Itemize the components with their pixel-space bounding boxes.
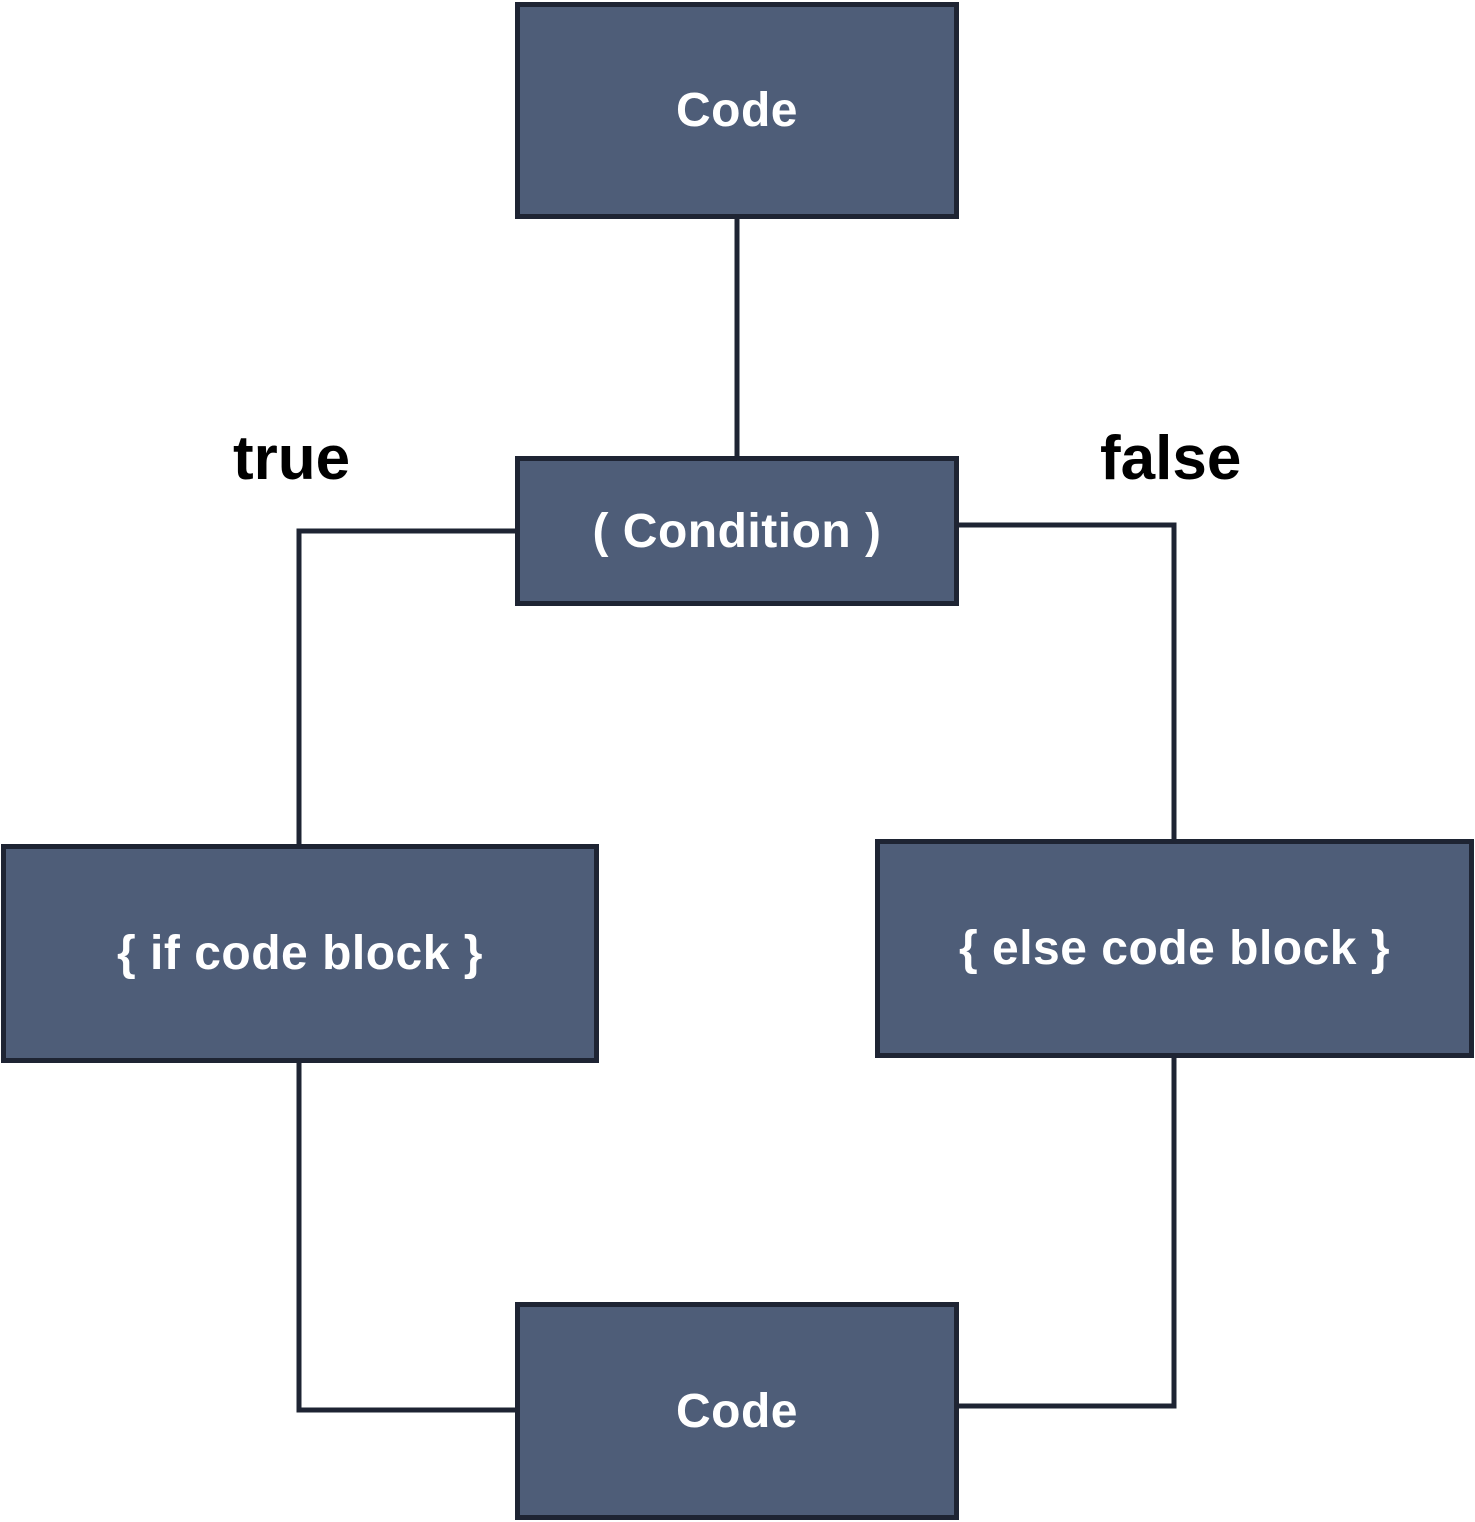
connector-false-branch: [957, 522, 1177, 842]
start-code-label: Code: [676, 84, 798, 137]
connector-true-branch: [296, 528, 517, 847]
end-code-label: Code: [676, 1384, 798, 1438]
connector-if-to-end: [296, 1060, 517, 1413]
if-code-block-box: { if code block }: [1, 844, 599, 1063]
condition-label: ( Condition ): [592, 504, 882, 558]
condition-box: ( Condition ): [515, 456, 959, 606]
end-code-box: Code: [515, 1302, 959, 1520]
false-branch-label: false: [1100, 424, 1242, 493]
else-code-block-box: { else code block }: [875, 839, 1474, 1058]
true-branch-label: true: [233, 424, 351, 493]
if-code-block-label: { if code block }: [117, 927, 483, 980]
connector-else-to-end: [957, 1055, 1177, 1409]
start-code-box: Code: [515, 2, 959, 219]
else-code-block-label: { else code block }: [958, 922, 1391, 975]
